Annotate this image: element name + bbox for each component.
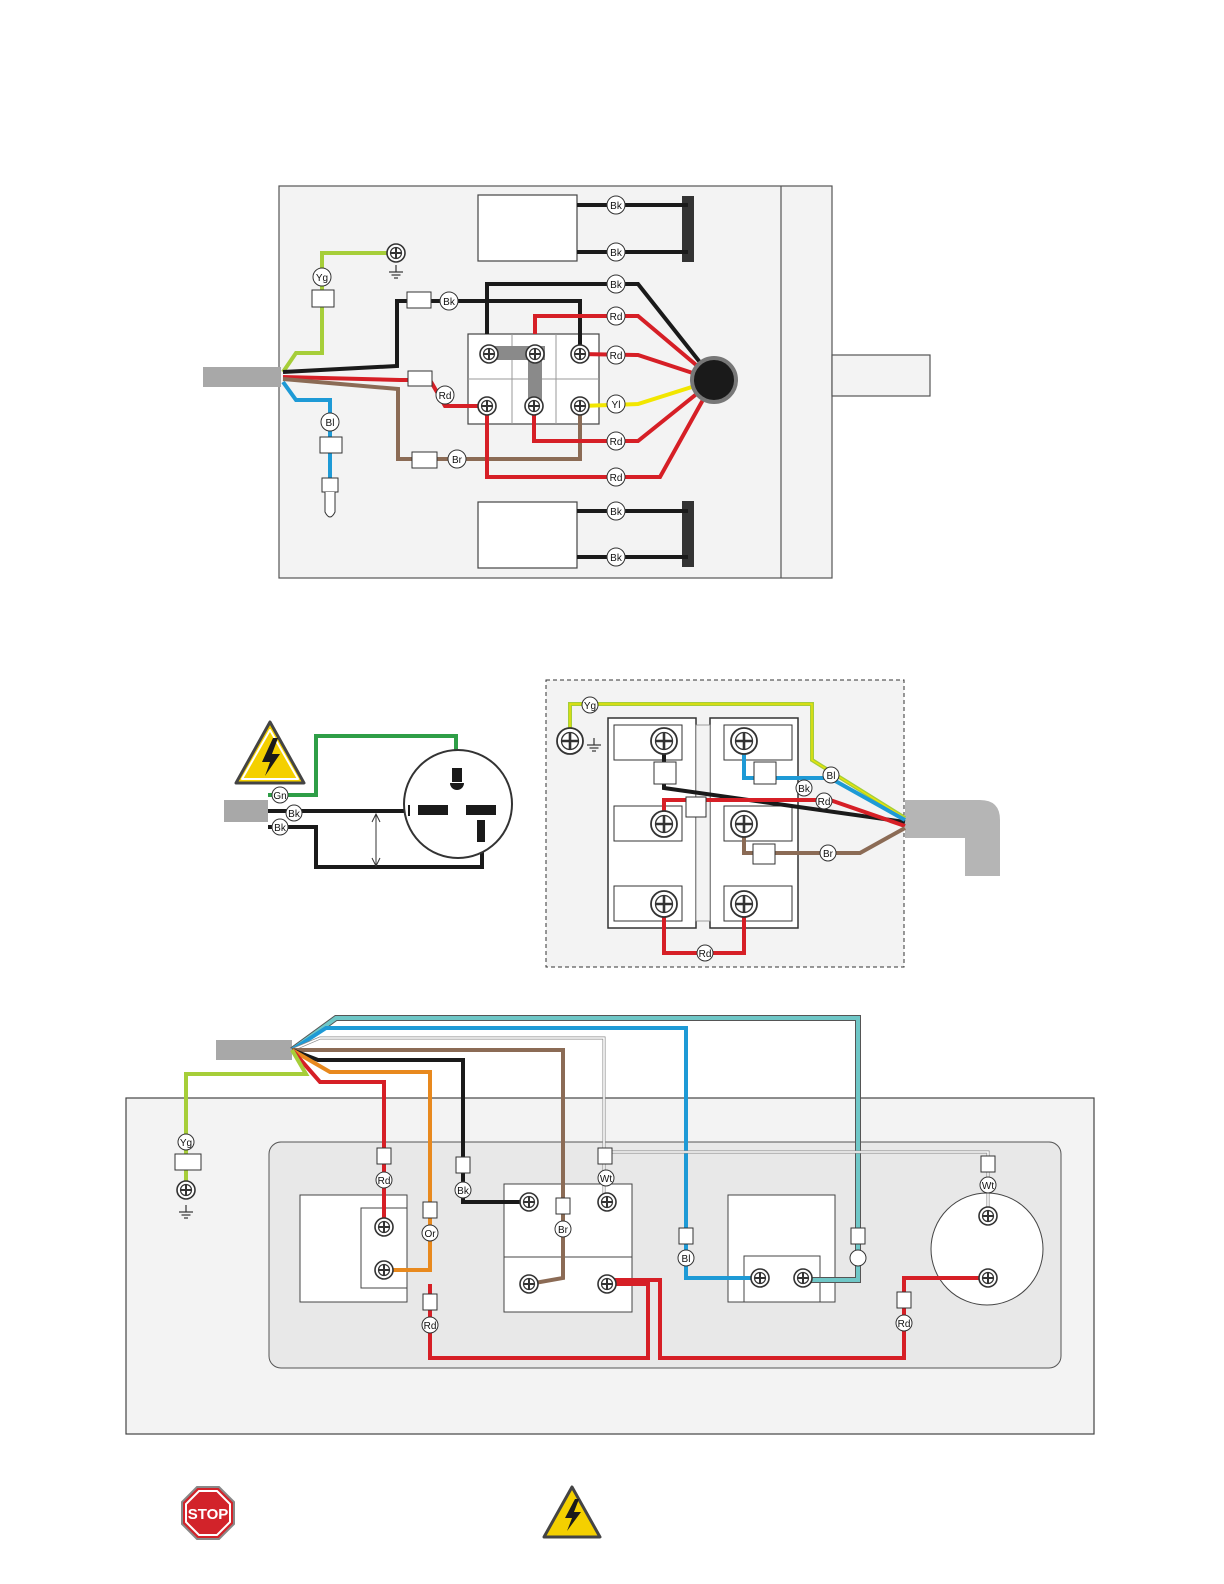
svg-text:Bl: Bl	[326, 418, 335, 429]
wire-label: Bl	[321, 413, 339, 431]
wire-label: Yg	[313, 268, 331, 286]
wire-label: Wt	[980, 1177, 996, 1193]
svg-text:Bk: Bk	[610, 280, 623, 291]
wire-label: Br	[555, 1221, 571, 1237]
svg-text:Rd: Rd	[699, 949, 712, 960]
diagram-2-plug: Gn Bk Bk	[224, 722, 512, 867]
svg-text:Bk: Bk	[610, 248, 623, 259]
svg-text:Br: Br	[823, 849, 834, 860]
power-cord-1	[203, 367, 281, 387]
wire-label: Bk	[440, 292, 458, 310]
svg-text:Rd: Rd	[818, 797, 831, 808]
wire-label: Bl	[678, 1250, 694, 1266]
svg-text:Rd: Rd	[424, 1321, 437, 1332]
wire-label: Or	[422, 1225, 438, 1241]
component-bottom	[478, 502, 577, 568]
svg-text:Rd: Rd	[898, 1319, 911, 1330]
svg-text:Bk: Bk	[457, 1186, 470, 1197]
wire-label: Yg	[178, 1134, 194, 1150]
wire-label: Bk	[286, 805, 302, 821]
svg-text:Yl: Yl	[612, 400, 621, 411]
svg-text:Yg: Yg	[180, 1138, 192, 1149]
svg-text:Rd: Rd	[439, 391, 452, 402]
wire-label: Br	[448, 450, 466, 468]
svg-text:Rd: Rd	[610, 312, 623, 323]
plug-receptacle	[404, 750, 512, 858]
svg-text:Yg: Yg	[316, 273, 328, 284]
svg-text:Bk: Bk	[288, 809, 301, 820]
wire-label: Yg	[582, 697, 598, 713]
svg-text:Rd: Rd	[610, 473, 623, 484]
svg-text:Bk: Bk	[610, 201, 623, 212]
wire-label: Rd	[697, 945, 713, 961]
electric-hazard-icon	[236, 722, 304, 783]
svg-text:Bl: Bl	[682, 1254, 691, 1265]
svg-text:Bk: Bk	[610, 553, 623, 564]
wire-label: Bk	[607, 243, 625, 261]
svg-text:Wt: Wt	[982, 1181, 994, 1192]
wire-label: Rd	[607, 468, 625, 486]
wire-label: Bk	[607, 502, 625, 520]
wire-label: Br	[820, 845, 836, 861]
wire-label: Bk	[455, 1182, 471, 1198]
diagram-3-terminal-box: Yg Bl Bk Rd Br Rd	[546, 680, 1000, 967]
component-top	[478, 195, 577, 261]
svg-text:Yg: Yg	[584, 701, 596, 712]
power-cord-4	[216, 1040, 292, 1060]
wire-label: Gn	[272, 787, 288, 803]
wire-label: Bk	[272, 819, 288, 835]
wire-label: Rd	[816, 793, 832, 809]
wire-label: Rd	[607, 432, 625, 450]
svg-text:Bk: Bk	[443, 297, 456, 308]
diagram-4-control-panel: Yg Rd Bk Or Rd Br Wt Bl Rd Wt	[126, 1018, 1094, 1434]
svg-text:Gn: Gn	[273, 791, 286, 802]
electric-hazard-icon	[544, 1487, 600, 1537]
svg-text:Bk: Bk	[798, 784, 811, 795]
wire-label: Bk	[607, 196, 625, 214]
motor-grommet	[692, 358, 736, 402]
wire-label: Rd	[376, 1172, 392, 1188]
stop-sign-icon: STOP	[182, 1487, 234, 1539]
svg-text:Rd: Rd	[378, 1176, 391, 1187]
svg-text:Br: Br	[452, 455, 463, 466]
svg-text:Bl: Bl	[827, 771, 836, 782]
svg-text:Wt: Wt	[600, 1174, 612, 1185]
wire-label: Bl	[823, 767, 839, 783]
svg-text:Rd: Rd	[610, 437, 623, 448]
svg-text:Bk: Bk	[610, 507, 623, 518]
wire-label: Bk	[607, 548, 625, 566]
wire-label: Bk	[607, 275, 625, 293]
svg-text:Bk: Bk	[274, 823, 287, 834]
wire-label: Rd	[607, 346, 625, 364]
wire-label: Rd	[607, 307, 625, 325]
svg-text:STOP: STOP	[188, 1506, 229, 1523]
wire-label: Yl	[607, 395, 625, 413]
wire-label: Rd	[422, 1317, 438, 1333]
power-cord-2	[224, 800, 268, 822]
shaft	[832, 355, 930, 396]
svg-text:Br: Br	[558, 1225, 569, 1236]
wire-label: Bk	[796, 780, 812, 796]
wire-label: Wt	[598, 1170, 614, 1186]
ground-screw-1	[387, 244, 405, 262]
svg-text:Rd: Rd	[610, 351, 623, 362]
diagram-1-switch-box: Bk Bk Bk Bk Rd Rd Rd Yl Rd Rd Br Bk Bk Y…	[203, 186, 930, 578]
wire-label: Rd	[436, 386, 454, 404]
wire-label: Rd	[896, 1315, 912, 1331]
svg-text:Or: Or	[424, 1229, 436, 1240]
